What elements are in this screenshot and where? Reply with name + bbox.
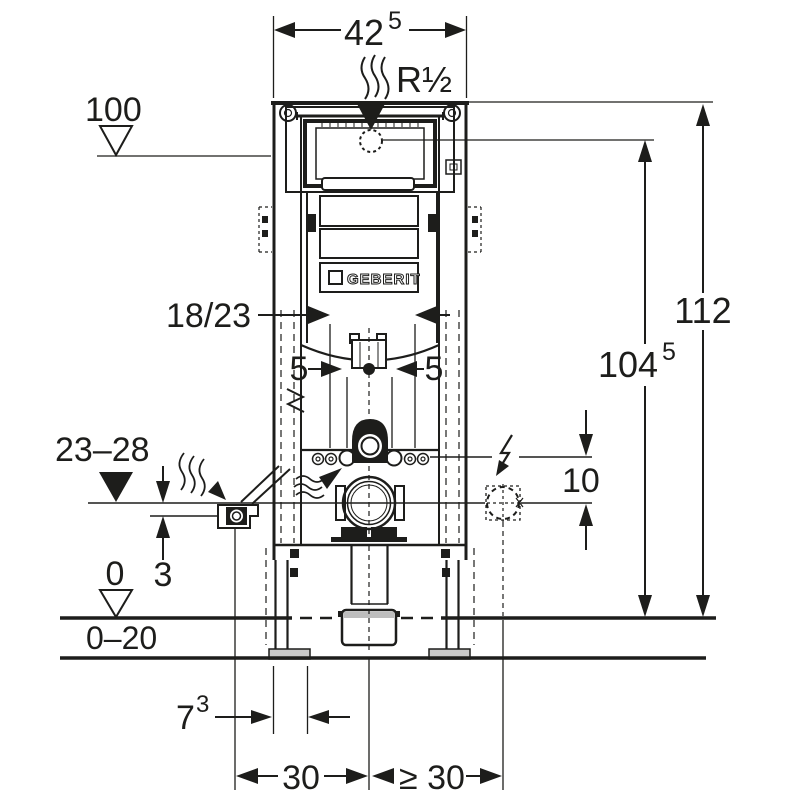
level-marker-100: 100: [85, 91, 271, 158]
arrowhead-left-icon: [396, 361, 417, 377]
dim-inlet-height: 104 5: [598, 140, 676, 617]
water-flow-icon: [295, 475, 325, 483]
wall-bracket-right: [468, 206, 482, 253]
arrowhead-left-icon: [415, 306, 437, 324]
level-zero-value: 0: [106, 555, 125, 593]
fixing-rail: [301, 419, 439, 467]
dim-five-left-value: 5: [290, 350, 309, 388]
dim-five-right-value: 5: [425, 350, 444, 388]
floor-buildup-value: 0–20: [86, 620, 157, 656]
flush-valve-base: [321, 177, 415, 191]
dim-total-height: 112: [468, 101, 732, 617]
dim-foot-width: 7 3: [176, 666, 350, 737]
dim-drain-offsets: 30 ≥ 30: [236, 759, 502, 797]
leg-left: [274, 549, 299, 651]
dim-drain-left-value: 30: [282, 759, 320, 797]
water-flow-icon: [380, 56, 390, 100]
arrowhead-right-icon: [308, 306, 330, 324]
wall-bracket-left: [258, 206, 272, 253]
flow-arrow-icon: [208, 481, 226, 500]
dim-electrical-offset-value: 10: [562, 462, 600, 500]
access-panel-top: [319, 195, 419, 227]
fill-valve-clamp: [445, 159, 462, 175]
dim-foot-width-sup: 3: [196, 691, 209, 718]
arrowhead-right-icon: [445, 22, 466, 38]
level-marker-icon: [98, 589, 134, 619]
dim-electrical-offset: 10: [430, 410, 600, 550]
water-flow-icon: [293, 483, 323, 491]
dim-width-top-sup: 5: [388, 7, 402, 35]
arrowhead-right-icon: [321, 361, 342, 377]
arrowhead-down-icon: [638, 595, 652, 617]
electrical-connection: [485, 434, 524, 790]
arrowhead-down-icon: [579, 434, 593, 456]
arrowhead-left-icon: [372, 768, 394, 784]
leg-right: [441, 549, 460, 651]
water-flow-icon: [178, 452, 186, 491]
arrowhead-up-icon: [156, 516, 170, 538]
arrowhead-down-icon: [696, 595, 710, 617]
drain-socket-assembly: [293, 466, 407, 542]
level-100-value: 100: [85, 91, 142, 129]
water-flow-icon: [360, 56, 370, 100]
dim-inlet-height-sup: 5: [662, 338, 676, 366]
access-panel-logo: [319, 262, 419, 293]
arrowhead-down-icon: [156, 481, 170, 503]
arrowhead-left-icon: [274, 22, 295, 38]
arrowhead-up-icon: [579, 504, 593, 526]
logo-square-icon: [328, 270, 343, 285]
dim-five-left: 5: [290, 350, 342, 388]
frame: [258, 101, 482, 660]
dim-width-top: 42 5: [272, 7, 468, 98]
water-flow-icon: [198, 458, 206, 497]
floor-levels: 0 0–20: [60, 555, 716, 660]
flush-distributor: [285, 328, 440, 448]
dim-total-height-value: 112: [674, 290, 731, 331]
brand-logo-text: GEBERIT: [347, 271, 421, 288]
arrowhead-right-icon: [480, 768, 502, 784]
level-marker-icon: [98, 125, 134, 158]
dim-supply-depth-value: 3: [154, 556, 173, 594]
arrowhead-left-icon: [308, 710, 329, 724]
drain-pipe: [338, 545, 400, 790]
arrowhead-left-icon: [236, 768, 258, 784]
access-panel-middle: [319, 228, 419, 259]
inlet-connection: R½: [356, 54, 654, 153]
inlet-port: [359, 129, 383, 153]
dim-drain-right-value: ≥ 30: [399, 759, 465, 797]
arrowhead-up-icon: [696, 104, 710, 126]
dim-supply-height-value: 23–28: [55, 431, 150, 469]
flow-arrow-icon: [319, 468, 342, 489]
arrowhead-up-icon: [638, 140, 652, 162]
supply-connection: 23–28 3: [55, 431, 592, 790]
dim-panel-width-value: 18/23: [166, 297, 251, 335]
electric-connection-icon: [497, 434, 513, 472]
water-flow-icon: [370, 54, 380, 98]
dim-width-top-value: 42: [344, 12, 384, 53]
water-flow-icon: [188, 455, 196, 494]
dim-foot-width-value: 7: [176, 699, 195, 737]
frame-zigzag-detail: [285, 388, 306, 413]
inlet-label: R½: [396, 59, 452, 100]
dim-five-right: 5: [396, 350, 443, 388]
arrowhead-right-icon: [251, 710, 272, 724]
access-shaft: GEBERIT: [306, 192, 438, 343]
arrowhead-right-icon: [346, 768, 368, 784]
dim-panel-width: 18/23: [166, 297, 450, 448]
water-flow-icon: [295, 491, 325, 499]
dim-inlet-height-value: 104: [598, 344, 658, 385]
cistern: [285, 106, 462, 193]
lightning-arrowhead-icon: [496, 460, 509, 476]
geberit-logo: GEBERIT: [328, 270, 421, 289]
level-marker-filled-icon: [99, 472, 133, 502]
